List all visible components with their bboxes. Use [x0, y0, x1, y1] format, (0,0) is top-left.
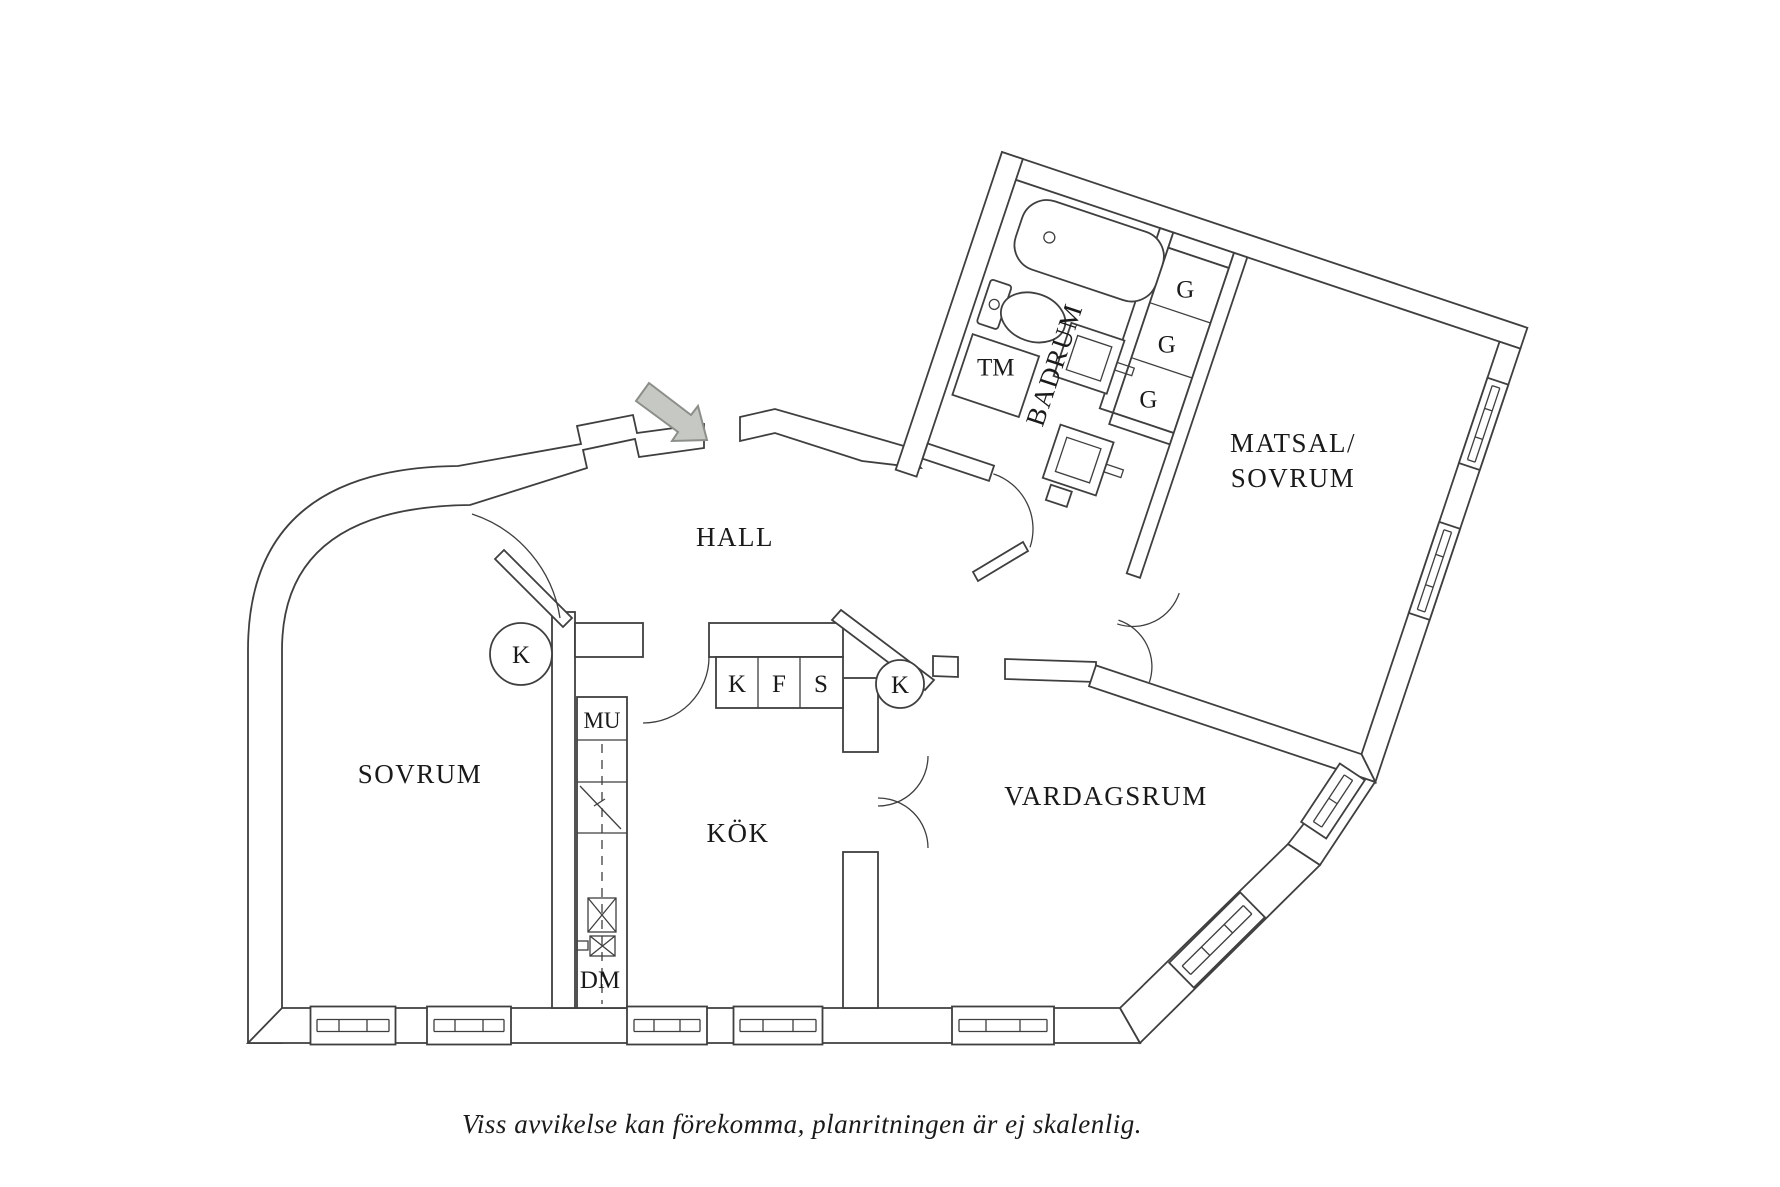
window: [951, 1005, 1055, 1046]
dm-label: DM: [580, 967, 620, 994]
k-circle-sovrum-label: K: [512, 642, 530, 669]
wall-kok-east-lower: [842, 851, 879, 1009]
wall-north-right: [739, 408, 924, 470]
k-box-label: K: [728, 671, 746, 698]
wing-wall-south: [1087, 664, 1378, 784]
tm-label: TM: [977, 355, 1015, 382]
wall-kok-north-left: [574, 622, 644, 658]
matsal-label-line2: SOVRUM: [1231, 463, 1356, 493]
wall-vardagsrum-north-2: [1004, 658, 1097, 683]
door-arc-kok: [642, 656, 710, 724]
g3-label: G: [1139, 387, 1157, 414]
wall-kok-east-upper: [842, 677, 879, 753]
kok-label: KÖK: [707, 818, 770, 848]
wing-wall-west: [894, 150, 1025, 478]
wall-badrum-south-2: [1044, 483, 1073, 509]
disclaimer-caption: Viss avvikelse kan förekomma, planritnin…: [462, 1109, 1142, 1139]
k-circle-kok-label: K: [891, 672, 909, 699]
wall-sovrum-diagonal: [493, 548, 574, 629]
sovrum-label: SOVRUM: [358, 759, 483, 789]
window: [1299, 762, 1367, 840]
entrance-arrow-icon: [634, 381, 709, 443]
kfs-cabinets: K F S: [715, 656, 844, 709]
sink-icon: [576, 897, 617, 957]
g2-label: G: [1158, 332, 1176, 359]
window: [626, 1005, 708, 1046]
door-arcs-main: [471, 513, 929, 849]
window: [309, 1005, 397, 1046]
g1-label: G: [1176, 277, 1194, 304]
door-arc-matsal-1: [1116, 592, 1180, 628]
window: [1407, 520, 1462, 622]
wall-vardagsrum-north-1: [932, 655, 959, 678]
windows-main: [309, 762, 1367, 1046]
window: [426, 1005, 512, 1046]
rotated-wing: TM G G G BADRUM: [894, 150, 1529, 785]
bathtub-icon: [1013, 199, 1165, 303]
window: [1457, 376, 1510, 472]
counter-outline: [576, 696, 628, 1009]
tiled-stove-kok: K: [875, 659, 925, 709]
vardagsrum-label: VARDAGSRUM: [1004, 781, 1208, 811]
washing-machine-box: [951, 332, 1041, 419]
wall-kok-north-right: [708, 622, 844, 658]
closet-divider-2: [1131, 357, 1193, 379]
wall-sovrum-divider: [551, 611, 576, 1009]
walls-main: [245, 408, 1377, 1045]
window: [1167, 891, 1267, 989]
door-arc-sovrum: [471, 513, 561, 619]
door-arc-badrum: [993, 473, 1034, 548]
sink-1-icon: [1052, 321, 1136, 395]
wall-badrum-south-1: [921, 442, 996, 483]
s-box-label: S: [814, 671, 828, 698]
stove-circle-icon: [875, 659, 925, 709]
door-arc-matsal-2: [1118, 619, 1153, 683]
matsal-label-line1: MATSAL/: [1230, 428, 1356, 458]
sink-2-icon: [1041, 423, 1125, 497]
door-arc-french-top: [877, 755, 929, 807]
mu-label: MU: [583, 708, 620, 733]
door-leaf-hall-vardagsrum: [971, 540, 1030, 583]
stove-circle-icon: [489, 622, 553, 686]
door-arc-french-bottom: [877, 797, 929, 849]
wall-left-and-north: [247, 413, 705, 1044]
hall-label: HALL: [696, 522, 774, 552]
closet-divider-1: [1149, 302, 1211, 324]
tiled-stove-sovrum: K: [489, 622, 553, 686]
window: [732, 1005, 824, 1046]
f-box-label: F: [772, 671, 786, 698]
toilet-icon: [976, 279, 1067, 344]
wall-matsal-west: [1125, 251, 1249, 579]
stove-icon: [579, 785, 622, 830]
kitchen-counter: MU DM: [576, 696, 628, 1009]
kfs-outline: [715, 656, 844, 709]
